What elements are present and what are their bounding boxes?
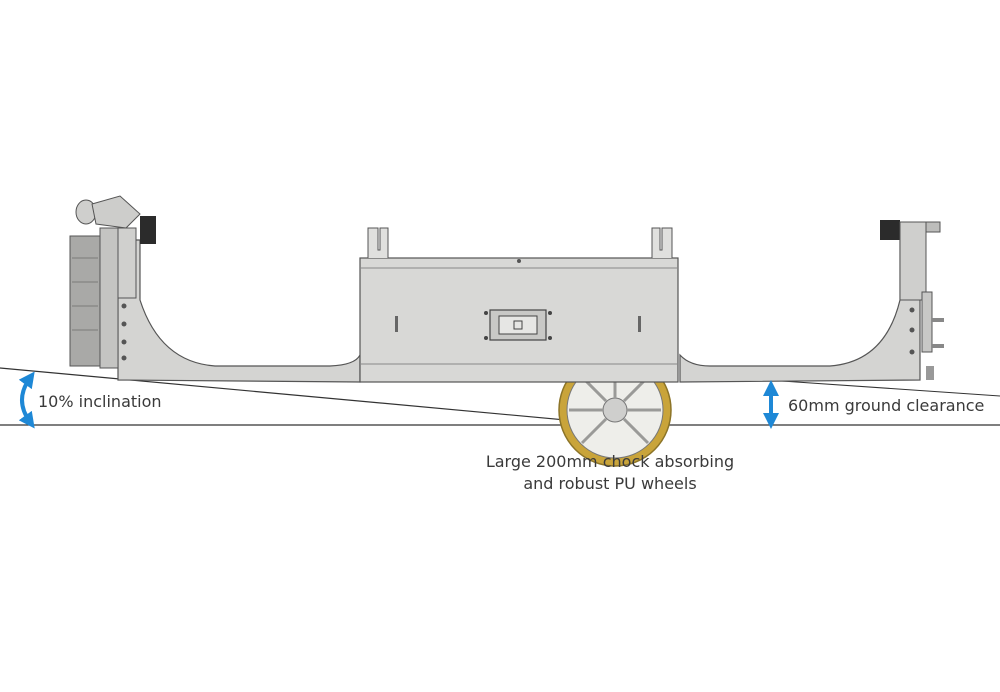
wheel-caption-line1: Large 200mm chock absorbing — [485, 452, 735, 471]
incline-line — [0, 367, 621, 426]
inclination-arrow — [18, 371, 35, 429]
right-sensor-assembly — [880, 220, 944, 380]
wheel-caption-line2: and robust PU wheels — [523, 474, 697, 493]
ground-clearance-label: 60mm ground clearance — [788, 396, 985, 415]
inclination-label: 10% inclination — [38, 392, 162, 411]
wheel-caption: Large 200mm chock absorbing and robust P… — [460, 451, 760, 495]
left-sensor-assembly — [69, 195, 156, 369]
chassis-frame — [117, 227, 921, 383]
